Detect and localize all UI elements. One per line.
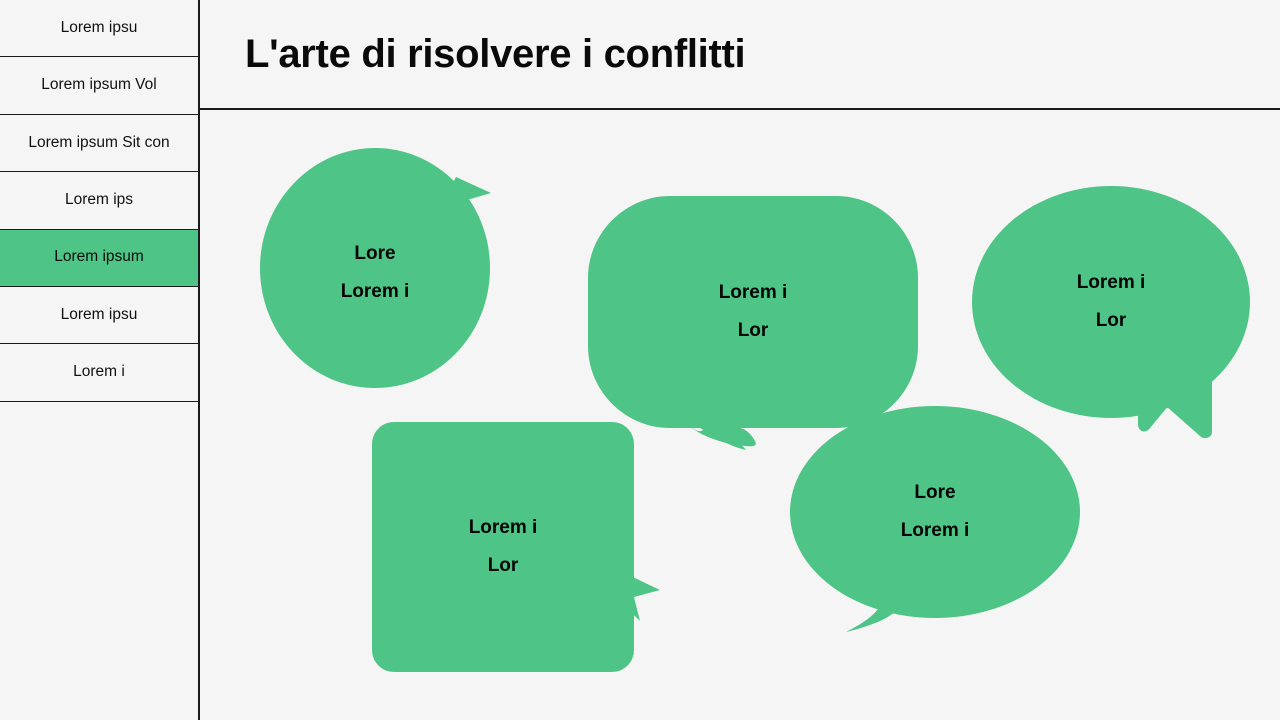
sidebar-item-1[interactable]: Lorem ipsum Vol bbox=[0, 57, 198, 115]
speech-bubble-ellipse-crescent-shape bbox=[790, 406, 1080, 632]
speech-bubble-ellipse-wedge-shape bbox=[972, 186, 1250, 439]
sidebar-item-2[interactable]: Lorem ipsum Sit con bbox=[0, 114, 198, 173]
speech-bubble-rounded-square[interactable]: Lorem i Lor bbox=[372, 422, 660, 672]
sidebar: Lorem ipsu Lorem ipsum Vol Lorem ipsum S… bbox=[0, 0, 200, 720]
sidebar-item-label: Lorem ipsum Sit con bbox=[28, 133, 170, 151]
sidebar-item-label: Lorem ipsum Vol bbox=[41, 76, 157, 94]
main-content: L'arte di risolvere i conflitti Lore Lor… bbox=[200, 0, 1280, 720]
sidebar-item-label: Lorem ipsu bbox=[60, 18, 138, 36]
bubble-layer: Lore Lorem i Lorem i Lor bbox=[200, 110, 1280, 718]
speech-bubble-rounded-square-shape bbox=[372, 422, 660, 672]
sidebar-item-6[interactable]: Lorem i bbox=[0, 344, 198, 402]
sidebar-item-label: Lorem i bbox=[73, 363, 125, 381]
speech-bubble-circle-shape bbox=[260, 148, 491, 388]
page-title: L'arte di risolvere i conflitti bbox=[245, 31, 746, 76]
sidebar-item-label: Lorem ips bbox=[64, 191, 134, 209]
speech-bubble-circle[interactable]: Lore Lorem i bbox=[260, 148, 500, 398]
sidebar-item-5[interactable]: Lorem ipsu bbox=[0, 286, 198, 345]
sidebar-item-3[interactable]: Lorem ips bbox=[0, 172, 198, 230]
sidebar-item-label: Lorem ipsum bbox=[54, 248, 144, 266]
bubble-diagram: Lore Lorem i Lorem i Lor bbox=[200, 110, 1280, 718]
sidebar-item-label: Lorem ipsu bbox=[60, 305, 138, 323]
slide-header: L'arte di risolvere i conflitti bbox=[200, 0, 1280, 110]
sidebar-item-4-active[interactable]: Lorem ipsum bbox=[0, 229, 198, 287]
sidebar-item-0[interactable]: Lorem ipsu bbox=[0, 0, 198, 58]
speech-bubble-pill-shape bbox=[588, 196, 918, 450]
sidebar-nav-list: Lorem ipsu Lorem ipsum Vol Lorem ipsum S… bbox=[0, 0, 198, 402]
speech-bubble-ellipse-crescent[interactable]: Lore Lorem i bbox=[790, 406, 1080, 636]
